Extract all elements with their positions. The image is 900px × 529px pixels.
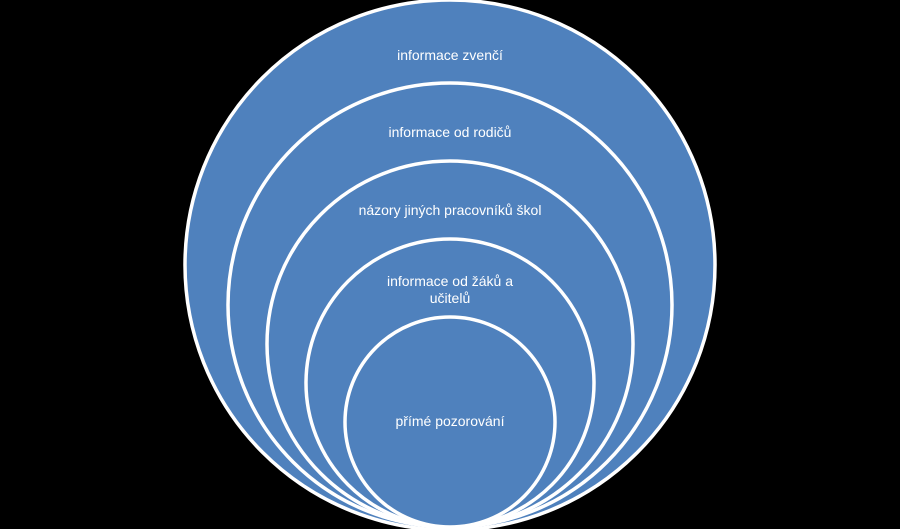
ring-direct-observation [343,315,557,529]
label-student-teacher-information: informace od žáků a učitelů [386,273,514,306]
label-parent-information: informace od rodičů [388,124,512,140]
label-external-information: informace zvenčí [397,47,503,63]
label-other-school-staff-opinions: názory jiných pracovníků škol [358,202,542,218]
label-direct-observation: přímé pozorování [395,413,505,429]
